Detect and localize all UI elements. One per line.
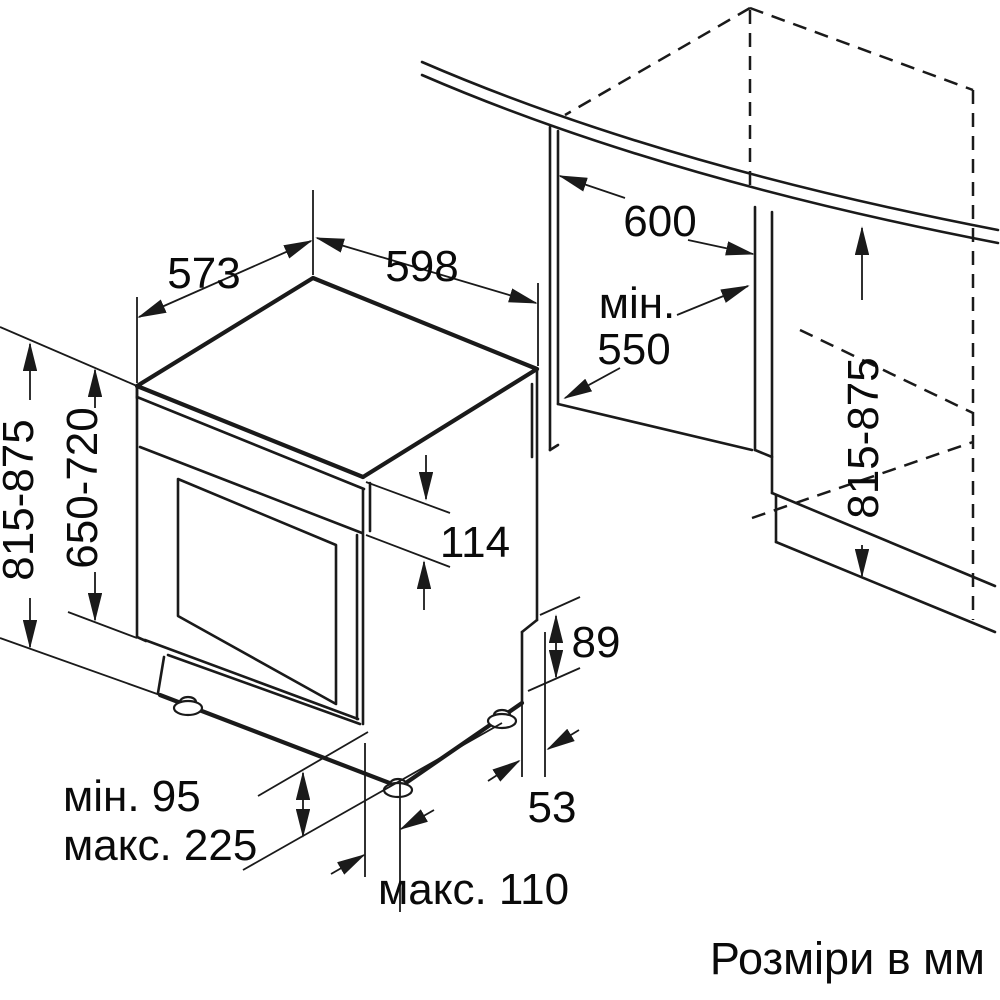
dim-line-550-lower xyxy=(563,367,621,399)
right-cabinet-base xyxy=(770,491,997,634)
label-body-height: 650-720 xyxy=(58,407,107,568)
dimension-lines xyxy=(22,175,870,875)
label-niche-height: 815-875 xyxy=(839,357,888,518)
dishwasher-door xyxy=(135,384,362,726)
label-niche-width: 600 xyxy=(623,197,696,246)
hidden-niche-box xyxy=(564,6,975,620)
label-total-height: 815-875 xyxy=(0,419,43,580)
dim-line-573 xyxy=(137,240,313,318)
label-niche-depth-prefix: мін. xyxy=(599,279,676,328)
niche-right-wall xyxy=(753,205,774,495)
label-panel-height: 114 xyxy=(440,518,510,567)
label-rear-offset: 53 xyxy=(528,783,577,832)
dishwasher-top-face xyxy=(134,275,540,480)
dim-line-110-right xyxy=(399,809,435,830)
dim-line-53-left xyxy=(487,760,521,782)
dishwasher-rear-step xyxy=(520,618,539,705)
dim-line-600-right xyxy=(687,239,755,256)
label-plinth-min: мін. 95 xyxy=(63,772,201,821)
front-left-foot xyxy=(172,699,204,717)
niche-left-wall xyxy=(548,125,754,452)
front-right-foot xyxy=(382,781,414,799)
door-inner-frame xyxy=(176,477,338,706)
dimension-labels: 573 598 600 мін. 550 815-875 650-720 815… xyxy=(0,197,985,984)
adjustable-feet xyxy=(172,695,518,799)
rear-foot xyxy=(486,712,518,730)
countertop xyxy=(420,60,1000,245)
dim-line-600-left xyxy=(558,175,626,199)
dim-line-550-upper xyxy=(676,285,750,316)
dishwasher-control-panel xyxy=(138,445,372,726)
label-niche-depth-value: 550 xyxy=(597,325,670,374)
dim-line-598 xyxy=(315,237,538,304)
label-top-width: 598 xyxy=(385,242,458,291)
extension-lines xyxy=(0,190,581,912)
units-note: Розміри в мм xyxy=(710,933,985,984)
dim-line-110-left xyxy=(330,854,366,875)
dim-line-53-right xyxy=(546,728,580,750)
label-top-depth: 573 xyxy=(167,249,240,298)
label-rear-recess: 89 xyxy=(572,618,621,667)
label-foot-offset: макс. 110 xyxy=(378,865,569,914)
label-plinth-max: макс. 225 xyxy=(63,821,257,870)
dishwasher-plinth xyxy=(157,692,525,790)
